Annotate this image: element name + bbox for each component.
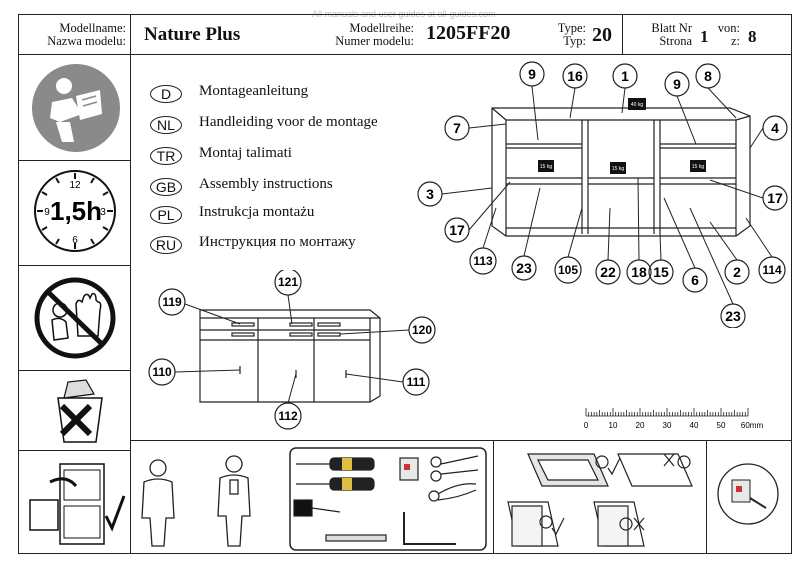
of-label-de: von: (717, 21, 740, 35)
lang-text-ru: Инструкция по монтажу (199, 234, 356, 250)
two-person-assembly-icon (141, 455, 251, 547)
callout-top-18: 2 (733, 264, 741, 280)
bottom-divider-2 (706, 440, 707, 554)
lang-text-tr: Montaj talimati (199, 145, 292, 161)
cabinet-interior-diagram: 40 kg 15 kg 15 kg 15 kg 9 16 1 9 8 7 4 3… (417, 61, 788, 328)
no-trash-icon (57, 379, 103, 443)
callout-top-8: 3 (426, 186, 434, 202)
callout-top-20: 23 (725, 308, 741, 324)
clock-icon: 12 3 6 9 1,5h (34, 170, 116, 252)
sidebar-row-divider-4 (18, 450, 130, 451)
type-number: 20 (592, 24, 612, 46)
keep-manual-icon (29, 463, 126, 545)
model-name-label-pl: Nazwa modelu: (47, 34, 126, 48)
type-label-pl: Typ: (563, 34, 586, 48)
model-name-label-de: Modellname: (59, 21, 126, 35)
ruler-label-0: 0 (584, 421, 589, 430)
required-tools-icon (289, 447, 487, 551)
header-divider-v1 (130, 14, 131, 55)
series-label-pl: Numer modelu: (335, 34, 414, 48)
callout-bottom-6: 112 (278, 409, 298, 423)
clock-num-6: 6 (72, 235, 78, 246)
sheet-label-de: Blatt Nr (651, 21, 692, 35)
clock-hours: 1,5h (50, 196, 102, 226)
measure-icon (717, 463, 779, 525)
placement-warning-icon (507, 453, 693, 547)
callout-top-3: 1 (621, 68, 629, 84)
callout-top-13: 105 (558, 263, 578, 277)
callout-top-14: 22 (600, 264, 616, 280)
sidebar-row-divider-3 (18, 370, 130, 371)
clock-num-12: 12 (69, 180, 81, 191)
callout-top-2: 16 (567, 68, 583, 84)
ruler-label-50: 50 (717, 421, 726, 430)
lang-badge-tr: TR (150, 147, 182, 165)
read-manual-icon (32, 64, 120, 152)
header-divider-v2 (622, 14, 623, 55)
callout-top-4: 9 (673, 76, 681, 92)
bottom-divider-1 (493, 440, 494, 554)
sidebar-row-divider-1 (18, 160, 130, 161)
ruler-label-40: 40 (690, 421, 699, 430)
ruler-label-20: 20 (636, 421, 645, 430)
sidebar-divider (130, 54, 131, 554)
sidebar-row-divider-2 (18, 265, 130, 266)
callout-top-19: 114 (762, 263, 782, 277)
callout-bottom-4: 110 (152, 365, 172, 379)
cabinet-front-diagram: 119 121 120 110 111 112 (148, 270, 436, 430)
ruler-label-30: 30 (663, 421, 672, 430)
callout-bottom-3: 120 (412, 323, 432, 337)
bottom-band-divider (130, 440, 792, 441)
lang-badge-ru: RU (150, 236, 182, 254)
lang-badge-nl: NL (150, 116, 182, 134)
series-labels: Modellreihe: Numer modelu: (318, 22, 414, 48)
callout-top-11: 113 (473, 254, 493, 268)
sheet-total: 8 (748, 27, 757, 46)
lang-badge-d: D (150, 85, 182, 103)
callout-top-16: 15 (653, 264, 669, 280)
ruler-label-10: 10 (609, 421, 618, 430)
page-frame (18, 14, 792, 554)
callout-top-12: 23 (516, 260, 532, 276)
lang-text-pl: Instrukcja montażu (199, 204, 315, 220)
weight-label-right: 15 kg (692, 164, 704, 170)
of-labels: von: z: (710, 22, 740, 48)
lang-badge-pl: PL (150, 206, 182, 224)
weight-label-top: 40 kg (631, 102, 643, 108)
type-label-de: Type: (557, 21, 586, 35)
of-label-pl: z: (730, 34, 740, 48)
ruler-label-60: 60mm (741, 421, 764, 430)
callout-top-6: 7 (453, 120, 461, 136)
lang-text-d: Montageanleitung (199, 83, 309, 99)
callout-top-17: 6 (691, 272, 699, 288)
lang-badge-gb: GB (150, 178, 182, 196)
no-children-icon (34, 277, 116, 359)
sheet-label-pl: Strona (659, 34, 692, 48)
callout-top-10: 17 (767, 190, 783, 206)
callout-top-15: 18 (631, 264, 647, 280)
callout-top-5: 8 (704, 68, 712, 84)
lang-text-nl: Handleiding voor de montage (199, 114, 378, 130)
clock-num-3: 3 (100, 207, 106, 218)
callout-top-7: 4 (771, 120, 779, 136)
series-number: 1205FF20 (426, 22, 511, 44)
callout-top-9: 17 (449, 222, 465, 238)
sheet-number: 1 (700, 27, 709, 46)
weight-label-left: 15 kg (540, 164, 552, 170)
clock-num-9: 9 (44, 207, 50, 218)
model-name-labels: Modellname: Nazwa modelu: (26, 22, 126, 48)
callout-bottom-2: 121 (278, 275, 298, 289)
model-name: Nature Plus (144, 24, 241, 45)
callout-top-1: 9 (528, 66, 536, 82)
header-divider (18, 54, 792, 55)
measurement-ruler: 0 10 20 30 40 50 60mm (584, 408, 764, 430)
type-labels: Type: Typ: (550, 22, 586, 48)
series-label-de: Modellreihe: (349, 21, 414, 35)
callout-bottom-1: 119 (162, 295, 182, 309)
sheet-labels: Blatt Nr Strona (640, 22, 692, 48)
callout-bottom-5: 111 (407, 375, 426, 389)
lang-text-gb: Assembly instructions (199, 176, 333, 192)
weight-label-mid: 15 kg (612, 166, 624, 172)
